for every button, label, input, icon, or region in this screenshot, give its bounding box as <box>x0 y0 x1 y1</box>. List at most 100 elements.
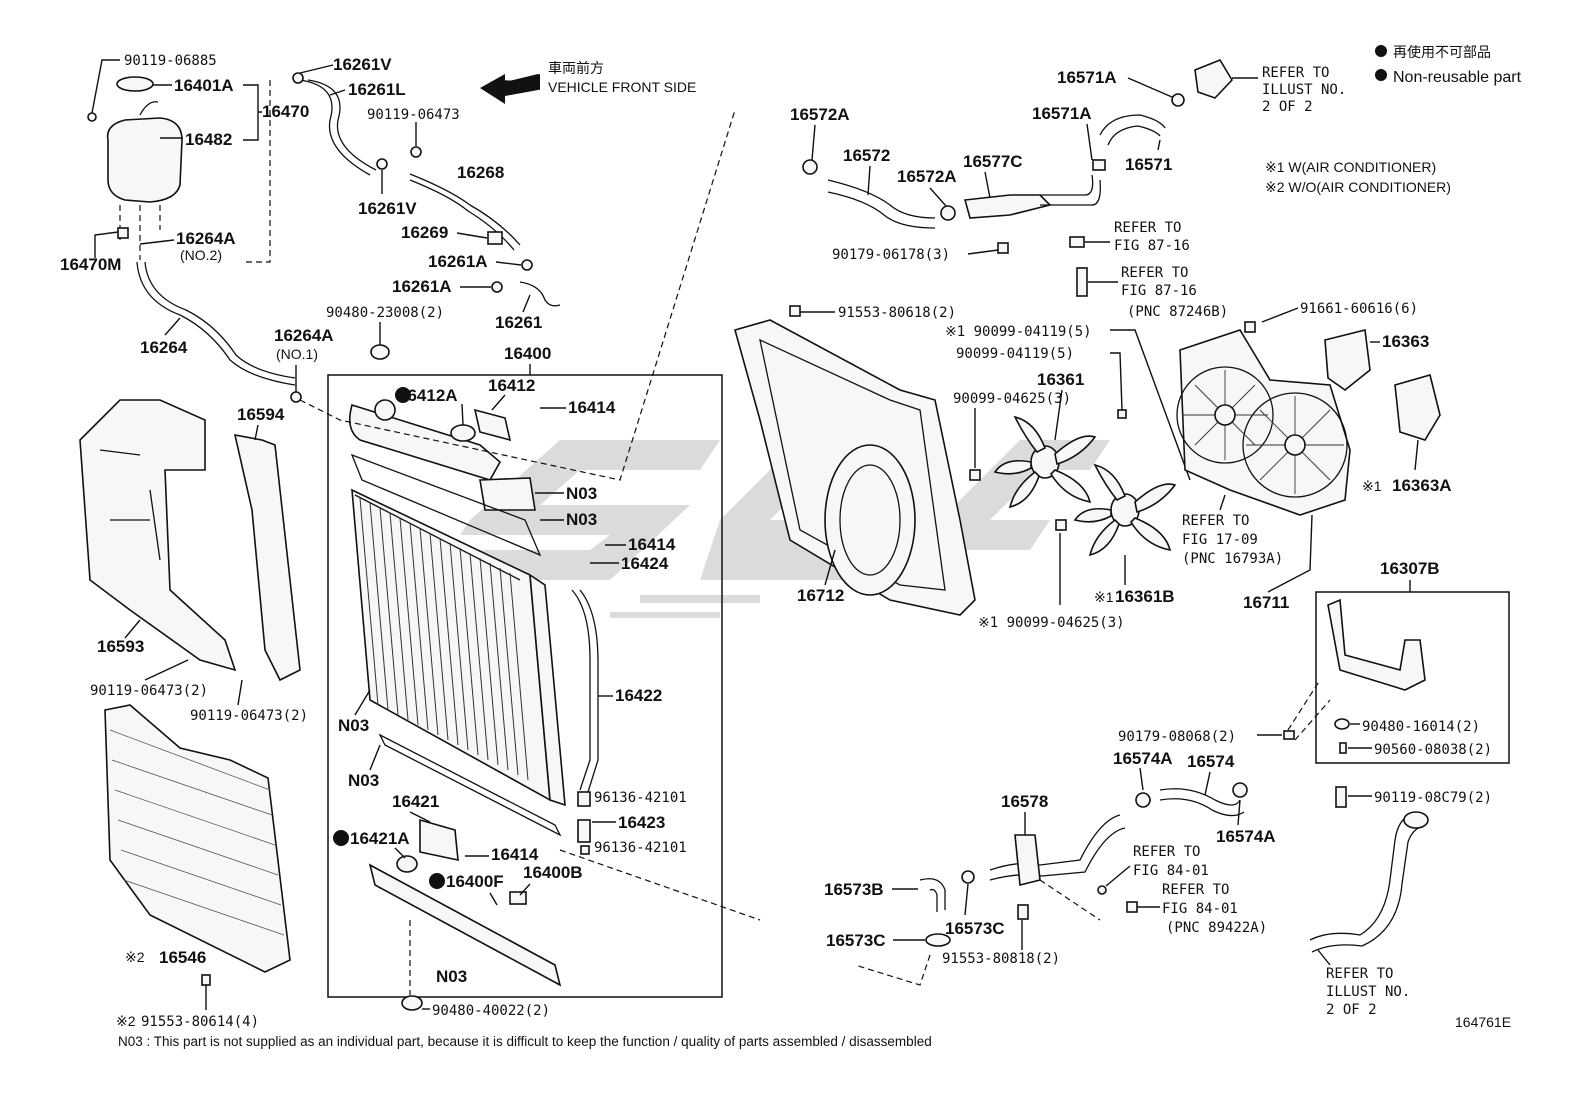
label-90099-04119-a: ※1 90099-04119(5) <box>945 324 1092 340</box>
label-16414-top: 16414 <box>568 398 616 417</box>
label-16401A: 16401A <box>174 76 234 95</box>
non-reusable-marker-icon <box>429 873 445 889</box>
refer-illust-b-1: REFER TO <box>1326 966 1393 982</box>
note2-mark-a: ※2 <box>125 949 145 965</box>
label-16470M: 16470M <box>60 255 121 274</box>
label-16363A: 16363A <box>1392 476 1452 495</box>
label-16412A: 16412A <box>398 386 458 405</box>
label-90099-04119-b: 90099-04119(5) <box>956 346 1074 362</box>
label-90179-08068: 90179-08068(2) <box>1118 729 1236 745</box>
non-reusable-marker-icon <box>333 830 349 846</box>
refer-8716-b-3: (PNC 87246B) <box>1127 304 1228 320</box>
label-16261: 16261 <box>495 313 542 332</box>
refer-8401-a-1: REFER TO <box>1133 844 1200 860</box>
label-16546: 16546 <box>159 948 206 967</box>
label-16482: 16482 <box>185 130 232 149</box>
label-90119-06473-top: 90119-06473 <box>367 107 460 123</box>
label-16573C-a: 16573C <box>945 919 1005 938</box>
label-90480-23008: 90480-23008(2) <box>326 305 444 321</box>
label-16571A-a: 16571A <box>1057 68 1117 87</box>
direction-en: VEHICLE FRONT SIDE <box>548 79 696 95</box>
refer-1709-2: FIG 17-09 <box>1182 532 1258 548</box>
bolt-part <box>789 305 801 317</box>
label-90560-08038: 90560-08038(2) <box>1374 742 1492 758</box>
non-reusable-marker-icon <box>395 387 411 403</box>
label-16577C: 16577C <box>963 152 1023 171</box>
label-16594: 16594 <box>237 405 285 424</box>
cushion-part <box>370 344 390 360</box>
label-16414-bot: 16414 <box>491 845 539 864</box>
label-16414-mid: 16414 <box>628 535 676 554</box>
label-16470: 16470 <box>262 102 309 121</box>
label-90179-06178: 90179-06178(3) <box>832 247 950 263</box>
label-16572: 16572 <box>843 146 890 165</box>
label-16400B: 16400B <box>523 863 583 882</box>
label-96136-42101-b: 96136-42101 <box>594 840 687 856</box>
side-shields-drawing <box>79 399 301 973</box>
legend-en-label: Non-reusable part <box>1393 69 1522 86</box>
refer-illust-a-1: REFER TO <box>1262 65 1329 81</box>
label-no2: (NO.2) <box>180 247 222 263</box>
radiator-drawing <box>349 399 599 1011</box>
label-N03-c: N03 <box>338 716 369 735</box>
upper-hoses-drawing <box>802 59 1233 297</box>
label-91553-80818: 91553-80818(2) <box>942 951 1060 967</box>
label-16412: 16412 <box>488 376 535 395</box>
label-16572A-a: 16572A <box>790 105 850 124</box>
label-16261A-1: 16261A <box>428 252 488 271</box>
fan-shroud-drawing <box>734 319 976 616</box>
refer-1709-3: (PNC 16793A) <box>1182 551 1283 567</box>
figure-id: 164761E <box>1455 1014 1511 1030</box>
label-16264A-no1: 16264A <box>274 326 334 345</box>
label-16593: 16593 <box>97 637 144 656</box>
label-16578: 16578 <box>1001 792 1048 811</box>
label-N03-b: N03 <box>566 510 597 529</box>
note-1: ※1 W(AIR CONDITIONER) <box>1265 159 1436 175</box>
note2-mark-b: ※2 <box>116 1013 136 1029</box>
label-16422: 16422 <box>615 686 662 705</box>
fans-drawing <box>969 415 1177 557</box>
note1-mark-b: ※1 <box>1094 589 1114 605</box>
front-direction-arrow-icon <box>480 74 538 104</box>
label-16424: 16424 <box>621 554 669 573</box>
label-16423: 16423 <box>618 813 665 832</box>
footer-note: N03 : This part is not supplied as an in… <box>118 1034 932 1049</box>
refer-illust-b-2: ILLUST NO. <box>1326 984 1410 1000</box>
bracket-drawing <box>1283 598 1426 808</box>
refer-8401-b-3: (PNC 89422A) <box>1166 920 1267 936</box>
bracket-frame <box>1315 591 1510 764</box>
bolt-part <box>201 974 211 986</box>
refer-8716-b-1: REFER TO <box>1121 265 1188 281</box>
label-90119-06473-b: 90119-06473(2) <box>190 708 308 724</box>
label-N03-a: N03 <box>566 484 597 503</box>
refer-1709-1: REFER TO <box>1182 513 1249 529</box>
label-90119-06885: 90119-06885 <box>124 53 217 69</box>
refer-8716-a-2: FIG 87-16 <box>1114 238 1190 254</box>
label-91661-60616: 91661-60616(6) <box>1300 301 1418 317</box>
label-16363: 16363 <box>1382 332 1429 351</box>
label-16400: 16400 <box>504 344 551 363</box>
reservoir-tank-drawing <box>87 76 296 386</box>
refer-8716-a-1: REFER TO <box>1114 220 1181 236</box>
refer-8401-b-2: FIG 84-01 <box>1162 901 1238 917</box>
label-N03-d: N03 <box>348 771 379 790</box>
label-16261A-2: 16261A <box>392 277 452 296</box>
direction-jp: 車両前方 <box>548 60 604 76</box>
label-16264: 16264 <box>140 338 188 357</box>
label-96136-42101-a: 96136-42101 <box>594 790 687 806</box>
non-reusable-marker-icon <box>1375 45 1387 57</box>
refer-8716-b-2: FIG 87-16 <box>1121 283 1197 299</box>
label-16361B: 16361B <box>1115 587 1175 606</box>
label-16261V-mid: 16261V <box>358 199 417 218</box>
label-91553-80614: 91553-80614(4) <box>141 1014 259 1030</box>
label-16574A-a: 16574A <box>1113 749 1173 768</box>
label-16361: 16361 <box>1037 370 1084 389</box>
note1-mark-a: ※1 <box>1362 478 1382 494</box>
label-16269: 16269 <box>401 223 448 242</box>
label-90480-40022: 90480-40022(2) <box>432 1003 550 1019</box>
dual-fan-drawing <box>1176 321 1441 516</box>
label-16307B: 16307B <box>1380 559 1440 578</box>
label-16573B: 16573B <box>824 880 884 899</box>
